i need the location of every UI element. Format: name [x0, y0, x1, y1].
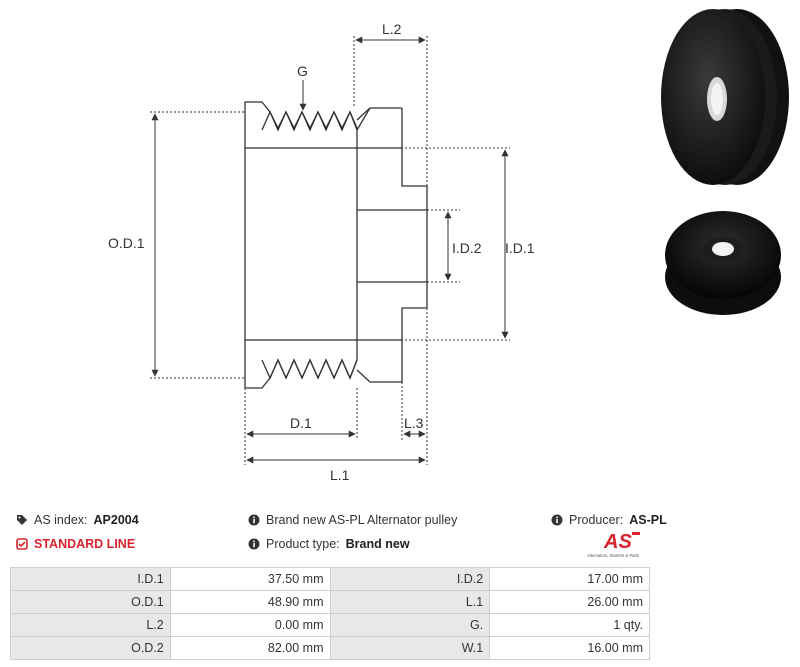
- spec-label: L.2: [10, 613, 171, 637]
- description-text: Brand new AS-PL Alternator pulley: [266, 513, 458, 527]
- logo-tagline: Alternators, Starters & Parts: [587, 553, 639, 558]
- grooves-top: [261, 110, 358, 132]
- spec-value: 37.50 mm: [169, 567, 331, 591]
- description-row: Brand new AS-PL Alternator pulley: [248, 513, 457, 527]
- product-photo-side: [661, 9, 789, 185]
- grooves-bottom: [261, 358, 358, 380]
- label-id1: I.D.1: [505, 240, 535, 256]
- label-l2: L.2: [382, 21, 402, 37]
- as-index-value: AP2004: [93, 513, 139, 527]
- producer-row: Producer: AS-PL: [551, 513, 667, 527]
- tags-icon: [17, 515, 27, 525]
- product-type-row: Product type: Brand new: [248, 537, 410, 551]
- spec-value: 26.00 mm: [489, 590, 650, 614]
- spec-value: 82.00 mm: [169, 636, 331, 660]
- product-type-value: Brand new: [345, 537, 410, 551]
- as-index-row: AS index: AP2004: [16, 513, 139, 527]
- technical-drawing: O.D.1 G L.2 I.D.2 I.D.1 D.1 L.3 L.1: [108, 21, 535, 483]
- as-index-label: AS index:: [34, 513, 88, 527]
- label-g: G: [297, 63, 308, 79]
- logo-mark: AS: [603, 531, 632, 553]
- pulley-body: [244, 147, 358, 341]
- spec-label: W.1: [329, 636, 491, 660]
- spec-label: I.D.2: [329, 567, 491, 591]
- producer-label: Producer:: [569, 513, 624, 527]
- spec-label: I.D.1: [10, 567, 171, 591]
- product-photo-front: [665, 211, 781, 315]
- check-square-icon: [16, 538, 28, 550]
- spec-label: O.D.1: [10, 590, 171, 614]
- spec-label: G.: [329, 613, 491, 637]
- spec-value: 17.00 mm: [489, 567, 650, 591]
- label-l1: L.1: [330, 467, 350, 483]
- standard-line-label: STANDARD LINE: [34, 537, 136, 551]
- spec-value: 0.00 mm: [169, 613, 331, 637]
- info-icon: [248, 538, 260, 550]
- label-id2: I.D.2: [452, 240, 482, 256]
- spec-value: 48.90 mm: [169, 590, 331, 614]
- spec-label: O.D.2: [10, 636, 171, 660]
- spec-value: 1 qty.: [489, 613, 650, 637]
- label-d1: D.1: [290, 415, 312, 431]
- info-icon: [551, 514, 563, 526]
- producer-value: AS-PL: [629, 513, 667, 527]
- spec-label: L.1: [329, 590, 491, 614]
- standard-line-row: STANDARD LINE: [16, 537, 135, 551]
- spec-value: 16.00 mm: [489, 636, 650, 660]
- product-type-label: Product type:: [266, 537, 340, 551]
- as-pl-logo: AS Alternators, Starters & Parts: [587, 531, 640, 558]
- label-l3: L.3: [404, 415, 424, 431]
- info-icon: [248, 514, 260, 526]
- label-od1: O.D.1: [108, 235, 145, 251]
